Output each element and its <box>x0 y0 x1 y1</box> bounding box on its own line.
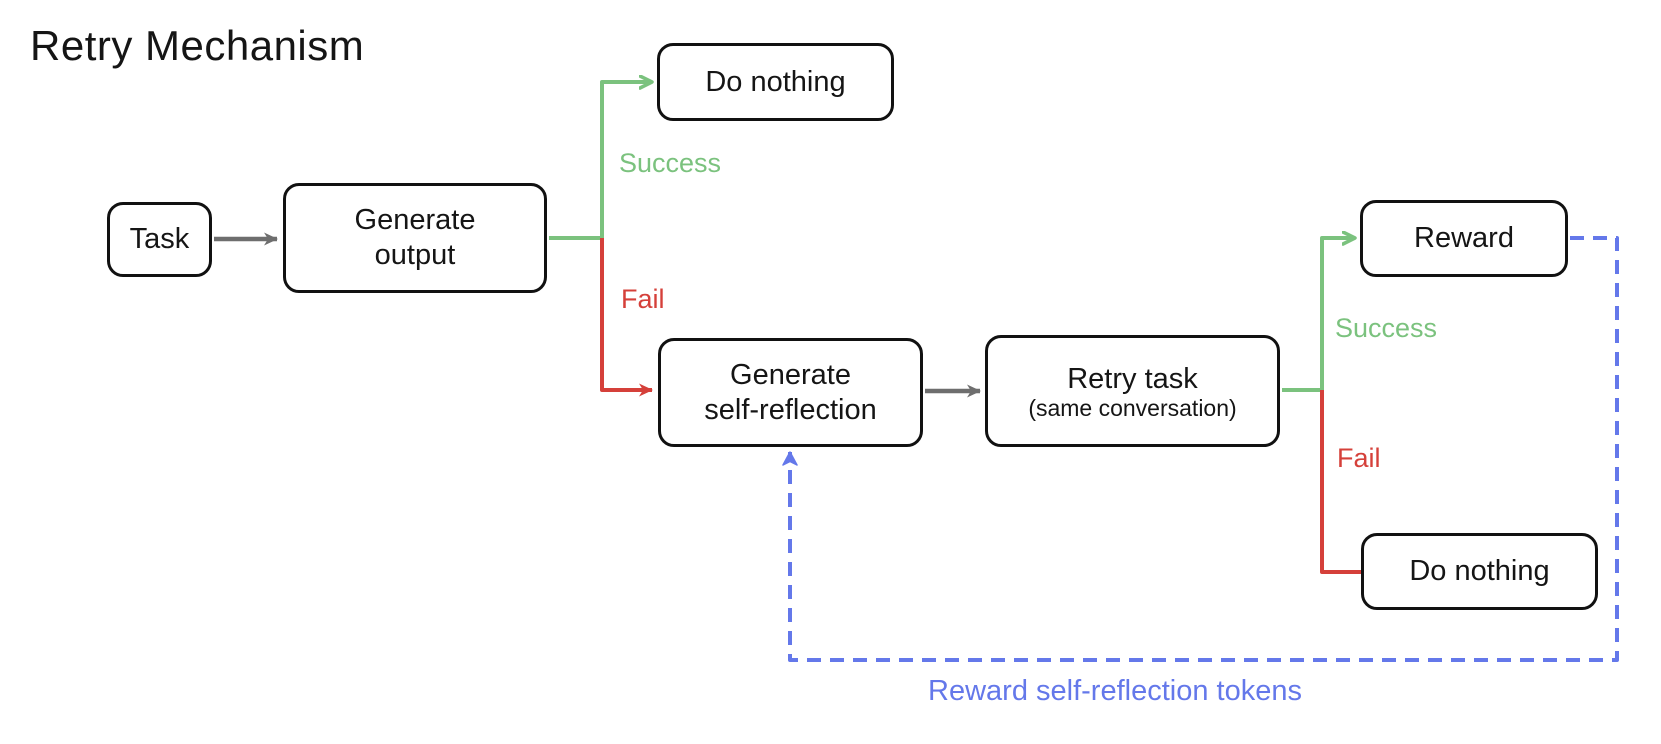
node-do-nothing-bottom: Do nothing <box>1361 533 1598 610</box>
node-generate-output-line2: output <box>374 239 456 271</box>
node-retry-task-label: Retry task <box>1067 362 1198 395</box>
edge-label-reward-loop: Reward self-reflection tokens <box>928 675 1302 707</box>
edge-fail-to-do-nothing <box>1320 390 1361 574</box>
page-title: Retry Mechanism <box>30 22 365 69</box>
edge-fail-to-self-reflection <box>600 238 653 397</box>
node-do-nothing-top-label: Do nothing <box>705 65 846 98</box>
node-reward: Reward <box>1360 200 1568 277</box>
edge-label-success-right: Success <box>1335 313 1438 343</box>
node-generate-output: Generate output <box>283 183 547 293</box>
edge-success-to-do-nothing <box>549 82 652 240</box>
node-generate-self-reflection-line2: self-reflection <box>704 393 877 426</box>
node-reward-label: Reward <box>1414 222 1514 255</box>
edge-reward-loop-dashed <box>782 236 1619 662</box>
node-retry-task-sublabel: (same conversation) <box>1028 395 1237 422</box>
node-do-nothing-top: Do nothing <box>657 43 894 121</box>
edge-label-fail-top: Fail <box>621 284 665 314</box>
edge-success-to-reward <box>1282 238 1355 392</box>
node-task: Task <box>107 202 212 277</box>
node-generate-self-reflection-line1: Generate <box>730 358 851 391</box>
node-task-label: Task <box>129 223 190 256</box>
node-generate-output-line1: Generate <box>354 204 476 237</box>
node-retry-task: Retry task (same conversation) <box>985 335 1280 447</box>
edge-label-success-top: Success <box>619 148 722 178</box>
edge-label-fail-right: Fail <box>1337 443 1381 473</box>
node-generate-self-reflection: Generate self-reflection <box>658 338 923 447</box>
node-do-nothing-bottom-label: Do nothing <box>1409 555 1550 588</box>
